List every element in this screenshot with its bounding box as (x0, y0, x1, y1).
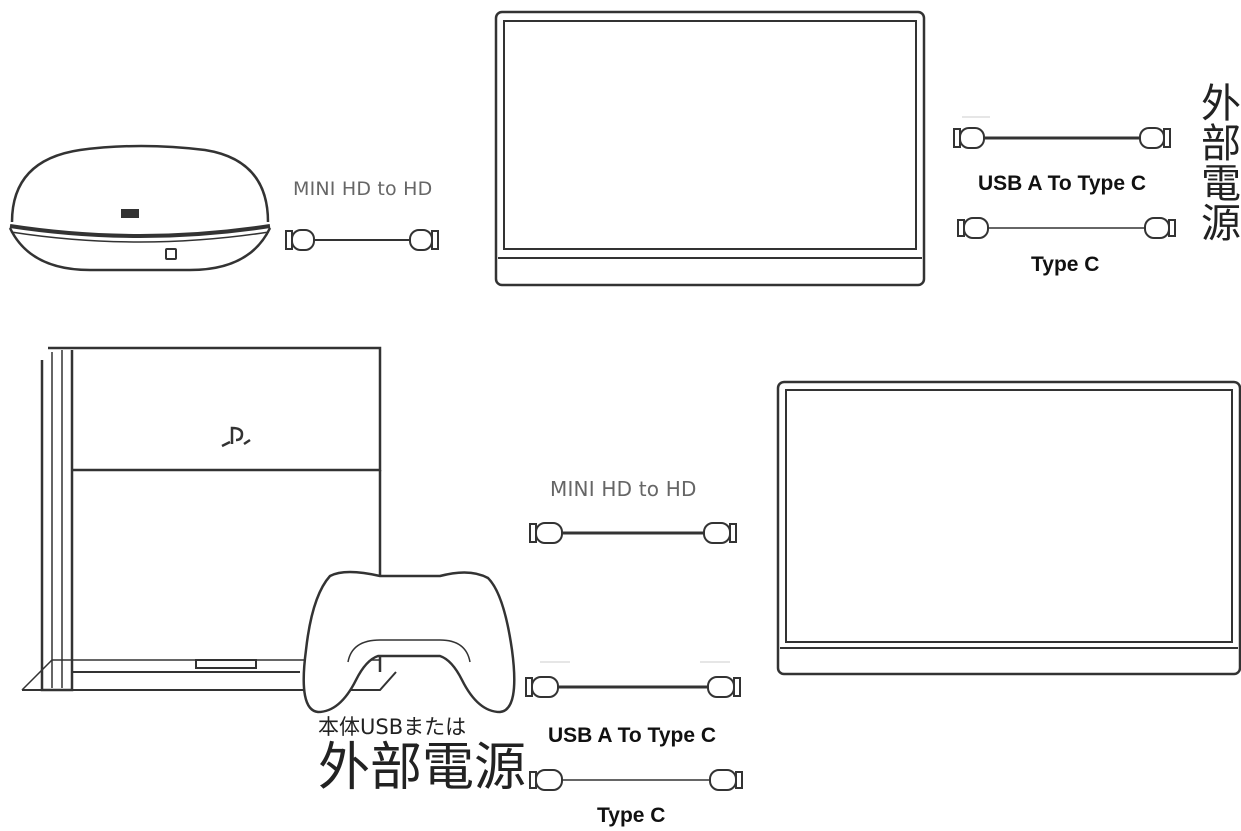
bottom-typec-cable-label: Type C (597, 804, 666, 827)
bottom-usb-a-cable-label: USB A To Type C (548, 724, 716, 747)
bottom-hdmi-cable-icon (529, 522, 737, 544)
top-hdmi-cable-label: MINI HD to HD (293, 178, 433, 200)
bottom-hdmi-cable-label: MINI HD to HD (550, 477, 697, 501)
top-hdmi-cable-icon (285, 229, 439, 251)
top-monitor-device (494, 10, 926, 287)
bottom-usb-a-cable-icon (525, 661, 741, 698)
top-usb-a-cable-label: USB A To Type C (978, 172, 1146, 195)
bottom-typec-cable-icon (529, 769, 743, 791)
media-player-logo-icon (121, 209, 139, 218)
bottom-power-caption-small: 本体USBまたは (318, 715, 467, 739)
game-controller-device (302, 570, 516, 714)
bottom-monitor-device (776, 380, 1241, 676)
bottom-power-caption-large: 外部電源 (318, 738, 527, 798)
top-usb-a-cable-icon (953, 116, 1171, 149)
top-typec-cable-label: Type C (1031, 253, 1100, 276)
top-typec-cable-icon (957, 217, 1176, 239)
media-player-device (8, 144, 272, 272)
console-logo-icon (221, 426, 251, 448)
top-power-label: 外部電源 (1194, 82, 1240, 242)
